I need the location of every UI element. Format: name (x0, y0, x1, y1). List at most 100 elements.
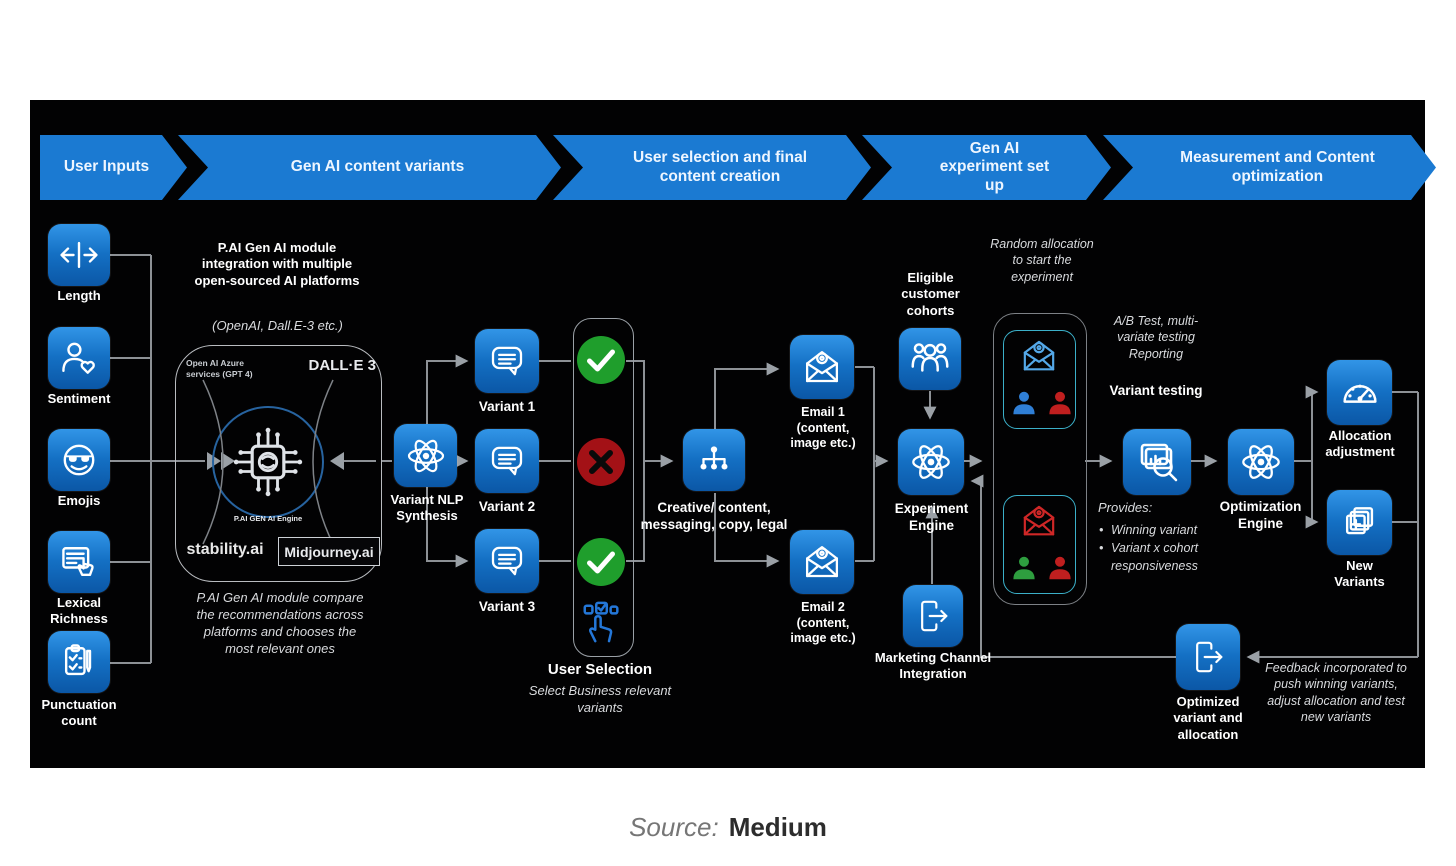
emojis-node (48, 429, 110, 491)
door-export-icon (1188, 637, 1228, 677)
banner-user-inputs: User Inputs (40, 135, 187, 200)
new-variants-label: New Variants (1334, 558, 1385, 590)
experiment-engine-node (898, 429, 964, 495)
variant-3-label: Variant 3 (478, 599, 536, 614)
atom-icon (402, 432, 450, 480)
approve-check-icon (576, 335, 626, 390)
people-group-icon (907, 336, 953, 382)
ab-test-note: A/B Test, multi-variate testing Reportin… (1113, 314, 1199, 361)
variant-testing-label: Variant testing (1109, 383, 1203, 398)
variant-2-node (475, 429, 539, 493)
provides-title: Provides: (1098, 500, 1153, 515)
integration-note: P.AI Gen AI module integration with mult… (194, 240, 360, 288)
red-person-icon (1045, 388, 1075, 418)
source-caption: Source: Medium (0, 812, 1456, 843)
blue-person-icon (1009, 388, 1039, 418)
lexical-richness-node (48, 531, 110, 593)
stacked-pages-plus-icon (1338, 501, 1382, 545)
chat-bubble-icon (486, 440, 528, 482)
lexical-richness-label: Lexical Richness (50, 595, 108, 627)
gauge-icon (1337, 370, 1383, 416)
variant-3-node (475, 529, 539, 593)
red-envelope-icon (1019, 501, 1059, 541)
length-node (48, 224, 110, 286)
atom-icon (1236, 437, 1286, 487)
gen-ai-engine-box (175, 345, 382, 582)
source-name: Medium (728, 812, 827, 842)
green-person-icon (1009, 553, 1039, 583)
midjourney-label: Midjourney.ai (278, 537, 380, 566)
variant-2-label: Variant 2 (478, 499, 536, 514)
lexical-richness-icon (57, 540, 101, 584)
allocation-adjustment-label: Allocation adjustment (1325, 428, 1395, 460)
chat-bubble-icon (486, 540, 528, 582)
new-variants-node (1327, 490, 1392, 555)
creative-label: Creative/ content, messaging, copy, lega… (640, 500, 788, 532)
hand-select-icon (579, 597, 625, 647)
variant-1-label: Variant 1 (478, 399, 536, 414)
sentiment-node (48, 327, 110, 389)
org-chart-icon (693, 439, 735, 481)
provides-item: Variant x cohort responsiveness (1098, 539, 1233, 575)
length-label: Length (57, 288, 101, 303)
banner-gen-ai-content-variants: Gen AI content variants (178, 135, 561, 200)
punctuation-count-node (48, 631, 110, 693)
variant-nlp-synthesis-node (394, 424, 457, 487)
optimized-variant-label: Optimized variant and allocation (1173, 694, 1243, 742)
chip-brain-icon (230, 424, 306, 500)
source-prefix: Source: (629, 812, 719, 842)
allocation-adjustment-node (1327, 360, 1392, 425)
open-envelope-icon (801, 346, 843, 388)
report-magnifier-icon (1133, 438, 1181, 486)
platforms-note: (OpenAI, Dall.E-3 etc.) (212, 318, 343, 333)
red-person-icon (1045, 553, 1075, 583)
email-1-label: Email 1 (content, image etc.) (790, 405, 856, 451)
variant-testing-node (1123, 429, 1191, 495)
feedback-note: Feedback incorporated to push winning va… (1265, 661, 1407, 724)
variant-nlp-synthesis-label: Variant NLP Synthesis (390, 492, 464, 524)
email-2-node (790, 530, 854, 594)
emojis-label: Emojis (57, 493, 101, 508)
creative-node (683, 429, 745, 491)
reject-x-icon (576, 437, 626, 492)
sentiment-icon (57, 336, 101, 380)
banner-label: Measurement and Content optimization (1180, 148, 1375, 185)
banner-experiment-setup: Gen AI experiment set up (862, 135, 1111, 200)
atom-icon (906, 437, 956, 487)
compare-note: P.AI Gen AI module compare the recommend… (196, 590, 364, 656)
punctuation-count-icon (57, 640, 101, 684)
approve-check-icon (576, 537, 626, 592)
marketing-label: Marketing Channel Integration (874, 650, 992, 682)
azure-label: Open AI Azure services (GPT 4) (186, 358, 253, 380)
sentiment-label: Sentiment (47, 391, 111, 406)
stability-label: stability.ai (186, 541, 264, 558)
dalle-label: DALL·E 3 (308, 357, 377, 374)
punctuation-count-label: Punctuation count (41, 697, 117, 729)
banner-label: Gen AI experiment set up (939, 139, 1050, 194)
open-envelope-icon (801, 541, 843, 583)
banner-measurement: Measurement and Content optimization (1103, 135, 1436, 200)
user-selection-title: User Selection (547, 661, 653, 678)
variant-1-node (475, 329, 539, 393)
email-2-label: Email 2 (content, image etc.) (790, 600, 856, 646)
random-allocation-note: Random allocation to start the experimen… (990, 237, 1094, 284)
cohorts-label: Eligible customer cohorts (901, 270, 960, 318)
cohorts-node (899, 328, 961, 390)
marketing-node (903, 585, 963, 647)
optimization-engine-node (1228, 429, 1294, 495)
banner-user-selection: User selection and final content creatio… (553, 135, 871, 200)
email-1-node (790, 335, 854, 399)
length-icon (57, 233, 101, 277)
user-selection-subtitle: Select Business relevant variants (528, 683, 672, 715)
optimized-variant-node (1176, 624, 1240, 690)
banner-label: User selection and final content creatio… (633, 148, 807, 185)
cohort-a-panel (1003, 330, 1076, 429)
experiment-engine-label: Experiment Engine (894, 501, 969, 533)
banner-label: Gen AI content variants (290, 158, 465, 176)
banner-label: User Inputs (63, 158, 150, 176)
emojis-icon (57, 438, 101, 482)
optimization-engine-label: Optimization Engine (1219, 499, 1302, 531)
door-export-icon (913, 596, 953, 636)
engine-label: P.AI GEN AI Engine (233, 514, 303, 523)
